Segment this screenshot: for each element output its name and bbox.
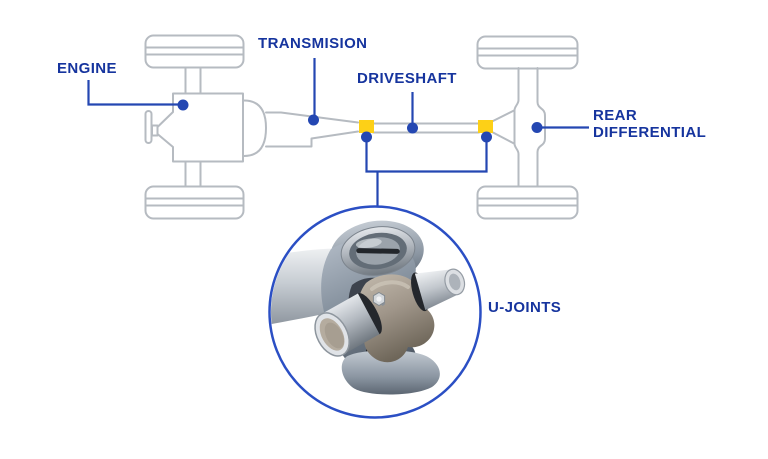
rear-differential-label-line2: DIFFERENTIAL [593,124,707,141]
u-joint-marker-rear [478,120,493,133]
rear-differential-dot [531,122,543,133]
rear-left-wheel [476,35,579,70]
engine-dot [177,99,189,111]
u-joints-bracket-line [365,140,488,206]
driveshaft-outline [372,122,480,134]
engine-callout-line [87,80,180,106]
u-joints-label: U-JOINTS [488,299,562,316]
driveshaft-dot [407,122,418,134]
engine-outline [156,92,244,163]
crankshaft-pulley [144,110,159,144]
callout-dots [177,99,543,143]
front-axle [184,67,202,187]
transmission-dot [308,114,319,126]
front-left-wheel [144,34,245,69]
lower-left-bearing-cap [314,293,382,357]
rear-right-wheel [476,185,579,220]
front-right-wheel [144,185,245,220]
top-bearing-cap [340,226,416,276]
u-joint-detail-circle [268,205,482,419]
rear-differential-label-line1: REAR [593,107,638,124]
transmission-outline [242,99,359,157]
rear-differential-label: REAR DIFFERENTIAL [593,107,706,141]
grease-fitting [372,291,386,307]
u-joint-front-dot [361,131,372,143]
u-joint-marker-front [359,120,374,133]
diff-input-flare [492,109,515,145]
yoke-bottom-ear [341,350,440,395]
transmission-label: TRANSMISION [258,35,368,52]
right-bearing-cap [411,268,466,312]
u-joint-rear-dot [481,131,492,143]
u-joint-markers [359,120,493,133]
u-joint-photo [271,220,466,395]
chassis-outline [144,34,579,220]
driveshaft-label: DRIVESHAFT [357,70,457,87]
cross-highlight [370,280,410,291]
callout-lines [87,58,589,206]
engine-label: ENGINE [57,60,117,77]
